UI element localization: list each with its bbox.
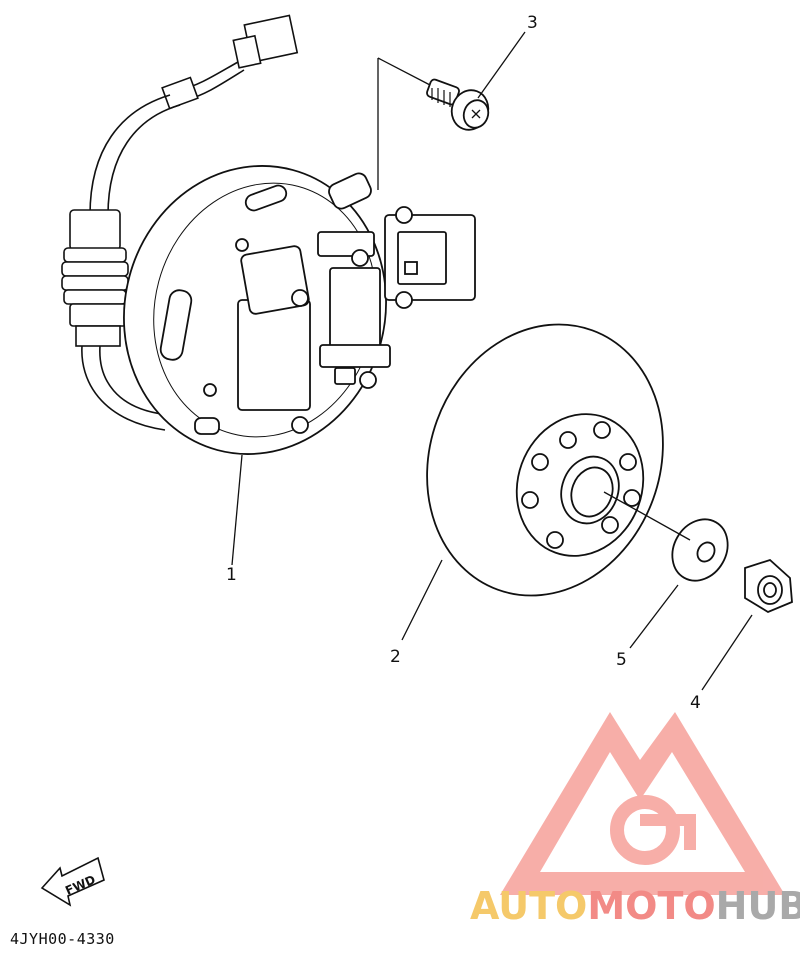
brand-hub: HUB: [715, 884, 800, 928]
leader-lines: [231, 31, 753, 691]
fwd-arrow-icon: FWD: [40, 856, 105, 907]
brand-auto: AUTO: [470, 884, 588, 928]
stator-assembly: [123, 165, 476, 455]
nut: [744, 558, 793, 614]
part-code: 4JYH00-4330: [10, 930, 115, 948]
watermark-brand-text: AUTOMOTOHUB: [470, 884, 800, 928]
callout-3: 3: [527, 13, 538, 33]
callout-5: 5: [616, 650, 627, 670]
washer: [671, 518, 729, 582]
rotor-flywheel: [426, 323, 664, 597]
callout-4: 4: [690, 693, 701, 713]
watermark-logo: [500, 712, 785, 895]
brand-moto: MOTO: [587, 884, 716, 928]
callout-2: 2: [390, 647, 401, 667]
screw: [426, 78, 490, 131]
wire-harness: [61, 14, 299, 431]
callout-1: 1: [226, 565, 237, 585]
